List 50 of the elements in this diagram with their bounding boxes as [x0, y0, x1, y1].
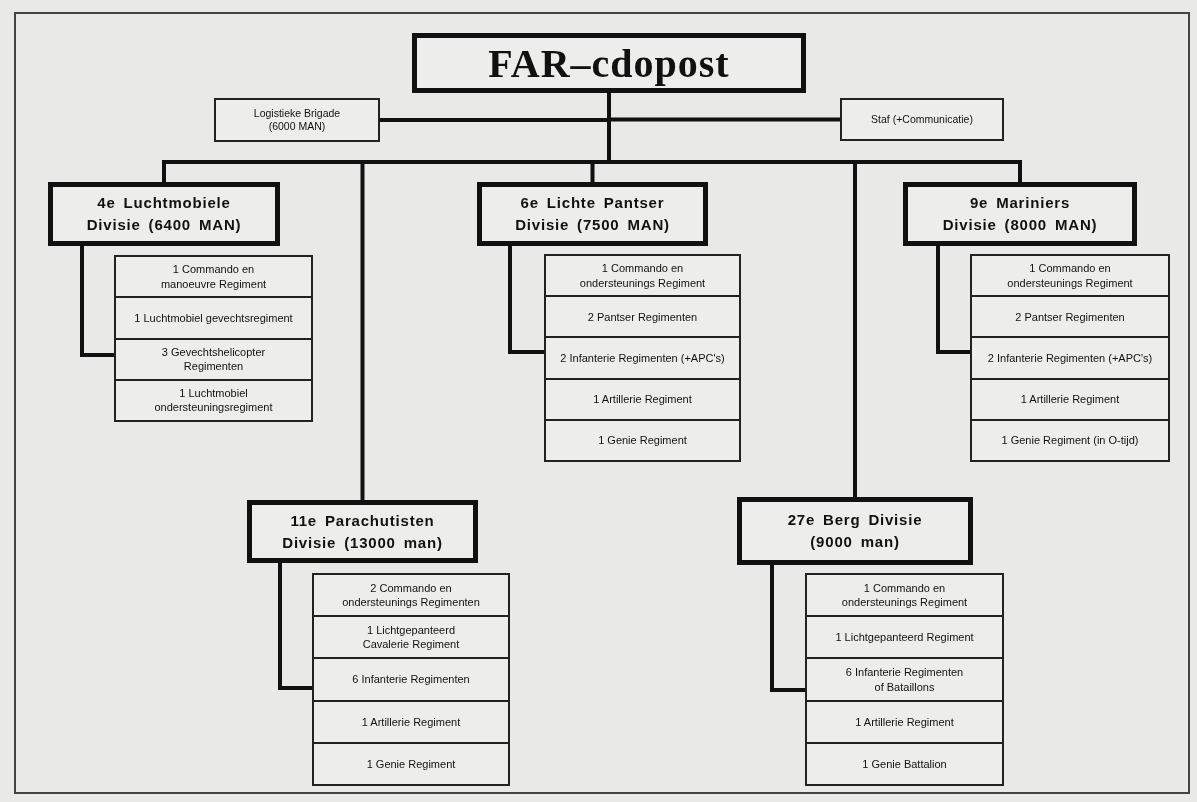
division-label: 4e Luchtmobiele Divisie (6400 MAN)	[85, 193, 243, 235]
connector-line	[936, 246, 970, 354]
regiment-stack	[805, 573, 1004, 786]
regiment-label: 1 Genie Regiment	[366, 756, 456, 772]
regiment-label: 1 Artillerie Regiment	[855, 714, 954, 729]
regiment-label: 2 Infanterie Regimenten (+APC's)	[560, 350, 725, 366]
command-post-label: FAR–cdopost	[488, 39, 730, 87]
regiment-label: 2 Commando en ondersteunings Regimenten	[341, 580, 481, 610]
division-label: 6e Lichte Pantser Divisie (7500 MAN)	[514, 193, 671, 235]
regiment-label: 1 Artillerie Regiment	[593, 392, 692, 407]
regiment-label: 1 Lichtgepanteerd Cavalerie Regiment	[361, 623, 461, 652]
regiment-label: 1 Artillerie Regiment	[1020, 392, 1120, 407]
division-box	[48, 182, 280, 246]
regiment-label: 1 Commando en ondersteunings Regiment	[840, 580, 969, 610]
unit-label: Staf (+Communicatie)	[871, 112, 973, 127]
division-label: 27e Berg Divisie (9000 man)	[786, 510, 924, 552]
regiment-label: 1 Commando en ondersteunings Regiment	[578, 261, 707, 290]
regiment-label: 6 Infanterie Regimenten	[352, 672, 470, 687]
division-box	[477, 182, 708, 246]
regiment-label: 2 Infanterie Regimenten (+APC's)	[987, 350, 1153, 366]
division-box	[737, 497, 973, 565]
regiment-label: 1 Commando en manoeuvre Regiment	[159, 262, 268, 291]
division-box	[903, 182, 1137, 246]
regiment-label: 2 Pantser Regimenten	[1015, 309, 1125, 324]
connector-line	[80, 246, 114, 357]
division-label: 11e Parachutisten Divisie (13000 man)	[281, 510, 444, 553]
regiment-stack	[970, 254, 1170, 462]
regiment-label: 2 Pantser Regimenten	[587, 309, 698, 324]
regiment-label: 1 Genie Battalion	[862, 756, 947, 772]
regiment-stack	[544, 254, 741, 462]
regiment-label: 1 Genie Regiment (in O-tijd)	[1001, 433, 1139, 448]
connector-line	[508, 246, 544, 354]
regiment-label: 1 Luchtmobiel ondersteuningsregiment	[153, 386, 274, 415]
regiment-label: 1 Lichtgepanteerd Regiment	[835, 630, 974, 645]
regiment-label: 1 Luchtmobiel gevechtsregiment	[134, 310, 293, 325]
regiment-label: 3 Gevechtshelicopter Regimenten	[160, 344, 267, 374]
regiment-label: 1 Artillerie Regiment	[361, 714, 461, 729]
regiment-label: 6 Infanterie Regimenten of Bataillons	[844, 665, 965, 694]
division-label: 9e Mariniers Divisie (8000 MAN)	[941, 193, 1099, 235]
regiment-stack	[114, 255, 313, 422]
connector-line	[278, 563, 312, 690]
regiment-stack	[312, 573, 510, 786]
command-post-box	[412, 33, 806, 93]
regiment-label: 1 Commando en ondersteunings Regiment	[1006, 261, 1134, 290]
unit-box	[840, 98, 1004, 141]
unit-box	[214, 98, 380, 142]
division-box	[247, 500, 478, 563]
unit-label: Logistieke Brigade (6000 MAN)	[252, 106, 342, 134]
connector-line	[770, 565, 805, 692]
regiment-label: 1 Genie Regiment	[598, 433, 687, 448]
